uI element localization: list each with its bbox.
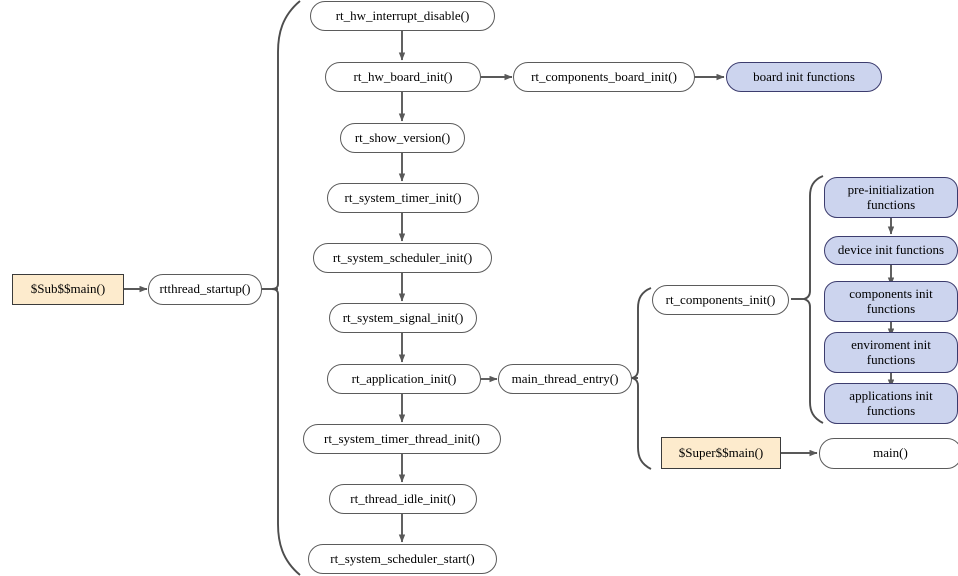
node-components-init-functions[interactable]: components init functions [824, 281, 958, 322]
node-pre-initialization-functions[interactable]: pre-initialization functions [824, 177, 958, 218]
node-rt-hw-interrupt-disable[interactable]: rt_hw_interrupt_disable() [310, 1, 495, 31]
node-sub-main[interactable]: $Sub$$main() [12, 274, 124, 305]
node-rt-show-version[interactable]: rt_show_version() [340, 123, 465, 153]
node-rt-system-scheduler-init[interactable]: rt_system_scheduler_init() [313, 243, 492, 273]
node-applications-init-functions[interactable]: applications init functions [824, 383, 958, 424]
node-rt-system-scheduler-start[interactable]: rt_system_scheduler_start() [308, 544, 497, 574]
node-rt-system-timer-init[interactable]: rt_system_timer_init() [327, 183, 479, 213]
node-super-main[interactable]: $Super$$main() [661, 437, 781, 469]
node-rt-thread-idle-init[interactable]: rt_thread_idle_init() [329, 484, 477, 514]
node-rt-components-board-init[interactable]: rt_components_board_init() [513, 62, 695, 92]
node-rt-system-timer-thread-init[interactable]: rt_system_timer_thread_init() [303, 424, 501, 454]
node-enviroment-init-functions[interactable]: enviroment init functions [824, 332, 958, 373]
node-rt-hw-board-init[interactable]: rt_hw_board_init() [325, 62, 481, 92]
node-main-thread-entry[interactable]: main_thread_entry() [498, 364, 632, 394]
node-rt-system-signal-init[interactable]: rt_system_signal_init() [329, 303, 477, 333]
node-board-init-functions[interactable]: board init functions [726, 62, 882, 92]
node-rt-components-init[interactable]: rt_components_init() [652, 285, 789, 315]
node-main[interactable]: main() [819, 438, 958, 469]
node-rt-application-init[interactable]: rt_application_init() [327, 364, 481, 394]
node-device-init-functions[interactable]: device init functions [824, 236, 958, 265]
node-rtthread-startup[interactable]: rtthread_startup() [148, 274, 262, 305]
